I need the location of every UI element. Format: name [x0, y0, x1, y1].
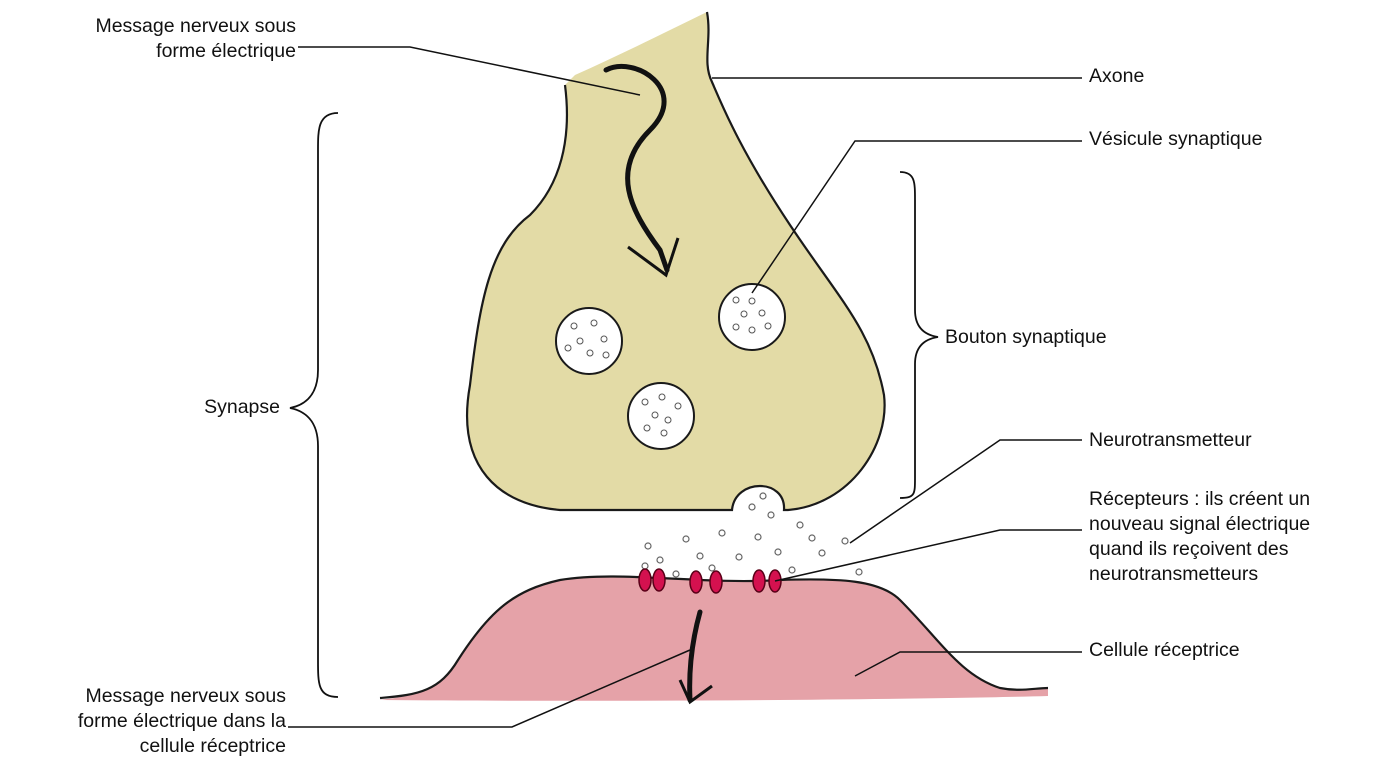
- leader-neurotransmetteur: [850, 440, 1082, 543]
- label-synapse: Synapse: [150, 395, 280, 420]
- brace-bouton: [900, 172, 938, 498]
- label-message-bottom-line1: Message nerveux sous: [8, 684, 286, 709]
- vesicle: [556, 308, 622, 374]
- label-recepteurs-line4: neurotransmetteurs: [1089, 562, 1310, 587]
- label-message-bottom-line3: cellule réceptrice: [8, 734, 286, 759]
- label-message-top: Message nerveux sous forme électrique: [20, 14, 296, 64]
- vesicle: [628, 383, 694, 449]
- label-message-top-line2: forme électrique: [20, 39, 296, 64]
- label-recepteurs: Récepteurs : ils créent un nouveau signa…: [1089, 487, 1310, 587]
- label-message-top-line1: Message nerveux sous: [20, 14, 296, 39]
- label-recepteurs-line3: quand ils reçoivent des: [1089, 537, 1310, 562]
- vesicle: [719, 284, 785, 350]
- label-axone: Axone: [1089, 64, 1144, 89]
- label-recepteurs-line1: Récepteurs : ils créent un: [1089, 487, 1310, 512]
- label-message-bottom: Message nerveux sous forme électrique da…: [8, 684, 286, 759]
- label-bouton: Bouton synaptique: [945, 325, 1107, 350]
- label-vesicule: Vésicule synaptique: [1089, 127, 1262, 152]
- label-recepteurs-line2: nouveau signal électrique: [1089, 512, 1310, 537]
- label-cellule: Cellule réceptrice: [1089, 638, 1240, 663]
- receiving-cell: [380, 576, 1048, 700]
- label-neurotransmetteur: Neurotransmetteur: [1089, 428, 1252, 453]
- brace-synapse: [290, 113, 338, 697]
- label-message-bottom-line2: forme électrique dans la: [8, 709, 286, 734]
